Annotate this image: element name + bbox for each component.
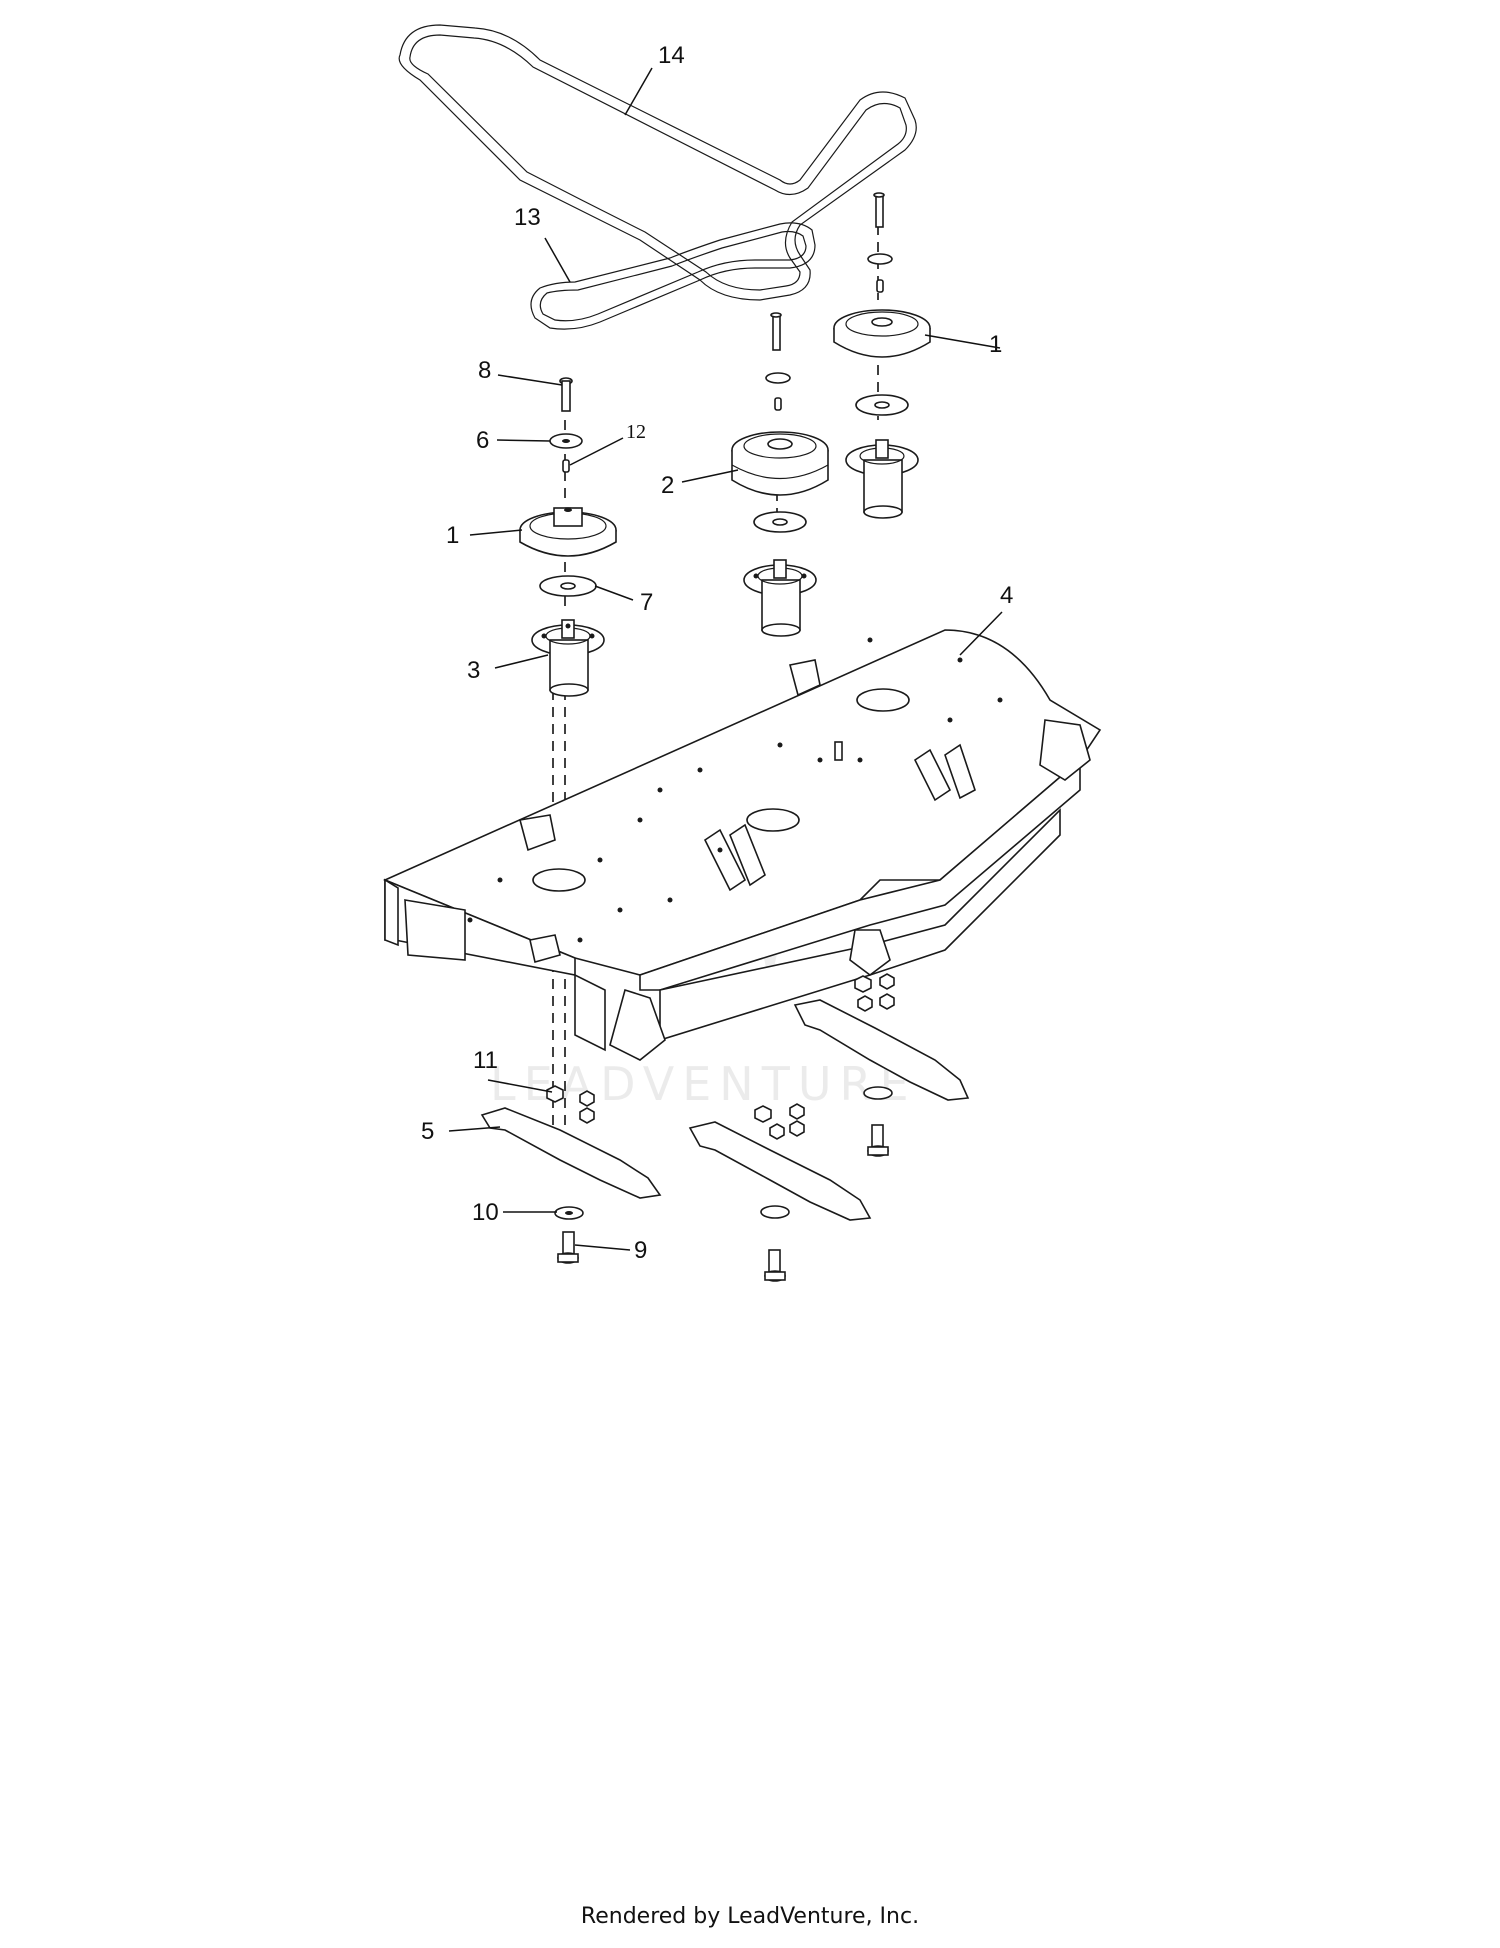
belt-14: [398, 24, 917, 301]
left-spindle-stack: [519, 377, 617, 697]
pulley-1-right: [833, 309, 931, 358]
right-spindle-stack: [833, 192, 931, 519]
leader-lines: [448, 67, 1003, 1251]
washer-7: [539, 575, 597, 597]
washer-10: [554, 1206, 584, 1220]
callout-14: 14: [658, 42, 685, 69]
callout-1-left: 1: [446, 522, 459, 549]
pulley-2: [731, 431, 829, 496]
callout-4: 4: [1000, 582, 1013, 609]
callout-5: 5: [421, 1118, 434, 1145]
callout-12: 12: [626, 421, 646, 443]
pulley-1-left: [519, 507, 617, 557]
bolt-9: [557, 1231, 579, 1264]
callout-3: 3: [467, 657, 480, 684]
blade-5: [480, 1107, 662, 1199]
left-blade-stack: [480, 1085, 662, 1264]
middle-spindle-stack: [731, 312, 829, 637]
spindle-3: [531, 619, 605, 697]
blade-middle: [688, 1121, 872, 1221]
callout-8: 8: [478, 357, 491, 384]
callout-10: 10: [472, 1199, 499, 1226]
mower-deck-4: [382, 629, 1102, 1061]
callout-7: 7: [640, 589, 653, 616]
blade-right: [793, 999, 970, 1101]
washer-6: [549, 433, 583, 449]
bolt-8: [559, 377, 573, 412]
callout-6: 6: [476, 427, 489, 454]
callout-11: 11: [473, 1047, 498, 1074]
footer-credit: Rendered by LeadVenture, Inc.: [580, 1904, 920, 1929]
belt-13: [530, 222, 816, 330]
callout-9: 9: [634, 1237, 647, 1264]
key-12: [562, 459, 570, 473]
right-blade-stack: [793, 973, 970, 1157]
callout-2: 2: [661, 472, 674, 499]
callout-labels: 14 13 8 6 12 1 2 7 3 1 4 11 5 10 9: [421, 42, 1013, 1264]
middle-blade-stack: [688, 1103, 872, 1282]
watermark-text: LEADVENTURE: [490, 1057, 917, 1111]
nut-11: [546, 1085, 564, 1103]
callout-1-right: 1: [989, 331, 1002, 358]
callout-13: 13: [514, 204, 541, 231]
